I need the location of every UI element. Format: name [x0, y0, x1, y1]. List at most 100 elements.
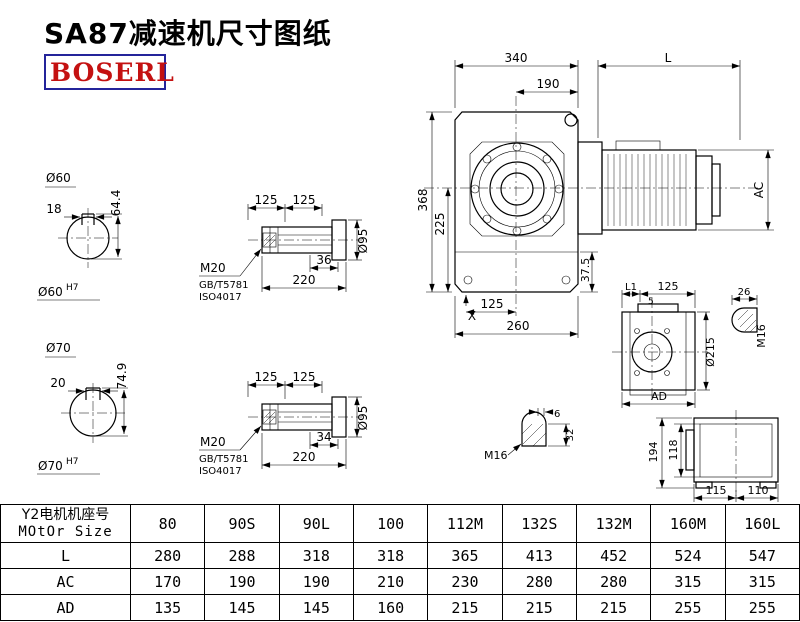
motor-frame-label-cn: Y2电机机座号 — [21, 507, 110, 523]
dim-keyway-height-70: 74.9 — [115, 363, 129, 390]
cell-AC-3: 210 — [352, 568, 429, 595]
dim-keyway-height-60: 64.4 — [109, 190, 123, 217]
cell-L-8: 547 — [724, 542, 800, 569]
technical-drawing: 18 64.4 Ø60 Ø60 H7 20 74.9 Ø70 Ø70 H7 — [37, 51, 779, 502]
col-header-90s: 90S — [204, 504, 280, 543]
dim-dia95-1: Ø95 — [356, 229, 370, 254]
dim-dia95-2: Ø95 — [356, 406, 370, 431]
motor-size-table: Y2电机机座号 MOtOr Size 80 90S 90L 100 112M 1… — [0, 504, 800, 621]
dim-220-1: 220 — [293, 273, 316, 287]
standard-iso-1: ISO4017 — [199, 292, 242, 303]
col-header-160m: 160M — [650, 504, 726, 543]
dim-L1: L1 — [625, 282, 637, 293]
label-dia60-tol: H7 — [66, 283, 79, 293]
cell-L-7: 524 — [650, 542, 726, 569]
dim-125-a2: 125 — [255, 370, 278, 384]
cell-AD-4: 215 — [427, 594, 503, 621]
cell-AD-2: 145 — [278, 594, 354, 621]
dim-190: 190 — [537, 77, 560, 91]
dim-keyway-width-70: 20 — [50, 376, 65, 390]
dim-6: 6 — [554, 409, 560, 420]
thread-callout-m16-key: M16 — [484, 449, 508, 462]
cell-L-0: 280 — [129, 542, 206, 569]
dim-dia215: Ø215 — [704, 337, 717, 367]
main-front-view: 340 L 190 368 225 37.5 X 125 260 AC — [416, 51, 774, 338]
cell-L-1: 288 — [204, 542, 280, 569]
table-row-AD: AD 135 145 145 160 215 215 215 255 255 — [0, 594, 800, 621]
thread-callout-m16-side: M16 — [755, 324, 768, 348]
dim-L: L — [665, 51, 672, 65]
table-row-AC: AC 170 190 190 210 230 280 280 315 315 — [0, 568, 800, 595]
cell-AC-4: 230 — [427, 568, 503, 595]
cell-AC-0: 170 — [129, 568, 206, 595]
dim-225: 225 — [433, 213, 447, 236]
page-title: SA87减速机尺寸图纸 — [44, 17, 332, 50]
dim-36: 36 — [316, 253, 331, 267]
shaft-end-view-60: 18 64.4 Ø60 Ø60 H7 — [37, 171, 123, 301]
label-dia60: Ø60 — [46, 171, 71, 185]
brand-logo-text: BOSERL — [50, 57, 175, 87]
cell-L-6: 452 — [575, 542, 652, 569]
cell-AD-3: 160 — [352, 594, 429, 621]
cell-AC-8: 315 — [724, 568, 800, 595]
motor-frame-label-en: MOtOr Size — [18, 524, 113, 540]
col-header-112m: 112M — [427, 504, 503, 543]
cell-AC-7: 315 — [650, 568, 726, 595]
dim-keyway-width-60: 18 — [46, 202, 61, 216]
dim-220-2: 220 — [293, 450, 316, 464]
row-label-L: L — [0, 542, 131, 569]
cell-AC-1: 190 — [204, 568, 280, 595]
cell-AD-0: 135 — [129, 594, 206, 621]
table-header-row: Y2电机机座号 MOtOr Size 80 90S 90L 100 112M 1… — [0, 504, 800, 543]
standard-iso-2: ISO4017 — [199, 466, 242, 477]
gearbox-side-view: L1 125 5 Ø215 AD 26 M16 — [612, 280, 768, 408]
col-header-132s: 132S — [501, 504, 577, 543]
table-corner-cell: Y2电机机座号 MOtOr Size — [0, 504, 131, 543]
col-header-100: 100 — [352, 504, 429, 543]
row-label-AC: AC — [0, 568, 131, 595]
col-header-132m: 132M — [575, 504, 652, 543]
dim-125-side: 125 — [658, 280, 679, 293]
dim-34: 34 — [316, 430, 331, 444]
dim-125-b2: 125 — [293, 370, 316, 384]
dim-368: 368 — [416, 189, 430, 212]
cell-AC-2: 190 — [278, 568, 354, 595]
motor-rear-view: 194 118 115 110 — [647, 410, 779, 502]
dim-26: 26 — [738, 287, 751, 298]
thread-callout-m20-2: M20 — [200, 435, 226, 449]
dim-AC: AC — [752, 182, 766, 198]
cell-AD-6: 215 — [575, 594, 652, 621]
shaft-end-view-70: 20 74.9 Ø70 Ø70 H7 — [37, 341, 129, 475]
col-header-90l: 90L — [278, 504, 354, 543]
col-header-160l: 160L — [724, 504, 800, 543]
key-section-view: 6 32 M16 — [484, 408, 576, 462]
cell-AD-8: 255 — [724, 594, 800, 621]
label-x-point: X — [468, 309, 476, 323]
label-dia70-h7: Ø70 — [38, 459, 63, 473]
dim-AD: AD — [651, 390, 667, 403]
cell-L-3: 318 — [352, 542, 429, 569]
cell-AC-5: 280 — [501, 568, 577, 595]
shaft-side-view-2: 125 125 M20 GB/T5781 ISO4017 34 220 Ø95 — [199, 370, 370, 477]
dim-125-b1: 125 — [293, 193, 316, 207]
label-dia70: Ø70 — [46, 341, 71, 355]
dim-260: 260 — [507, 319, 530, 333]
dim-118: 118 — [667, 440, 680, 461]
brand-logo: BOSERL — [44, 54, 174, 90]
standard-gb-2: GB/T5781 — [199, 454, 249, 465]
cell-AC-6: 280 — [575, 568, 652, 595]
shaft-side-view-1: 125 125 M20 GB/T5781 ISO4017 36 220 Ø95 — [199, 193, 370, 303]
dim-125-a1: 125 — [255, 193, 278, 207]
thread-callout-m20-1: M20 — [200, 261, 226, 275]
label-dia70-tol: H7 — [66, 457, 79, 467]
dim-194: 194 — [647, 442, 660, 463]
label-dia60-h7: Ø60 — [38, 285, 63, 299]
col-header-80: 80 — [129, 504, 206, 543]
dim-340: 340 — [505, 51, 528, 65]
dim-32: 32 — [565, 429, 576, 442]
dim-125-bottom: 125 — [481, 297, 504, 311]
row-label-AD: AD — [0, 594, 131, 621]
cell-L-5: 413 — [501, 542, 577, 569]
cell-AD-7: 255 — [650, 594, 726, 621]
table-row-L: L 280 288 318 318 365 413 452 524 547 — [0, 542, 800, 569]
